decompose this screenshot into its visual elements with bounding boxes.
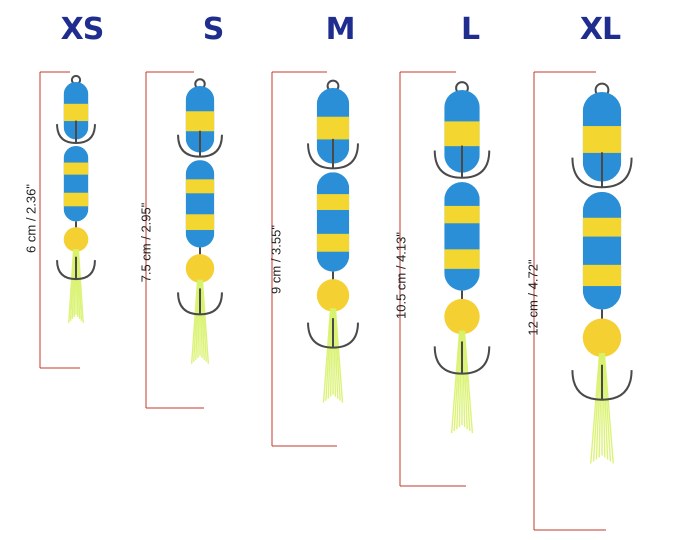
lure-s-tail-strand <box>190 279 199 364</box>
lure-m-tail-strand <box>334 308 344 403</box>
lure-l-upper-hook-barb-left <box>433 150 463 179</box>
lure-xl-tail-strand <box>602 353 609 460</box>
lure-xl-tail-strand <box>590 353 601 464</box>
lure-xl-lower-hook-barb-right <box>601 370 633 401</box>
lure-l-tail-strand <box>462 330 468 430</box>
lure-xs-tail-strand <box>77 249 84 323</box>
lure-m-lower-hook-barb-left <box>307 322 334 349</box>
lure-xl-tail-strand <box>603 353 612 462</box>
measure-label-s: 7.5 cm / 2.95" <box>138 202 154 283</box>
lure-m-tail-strand <box>327 308 333 399</box>
lure-xl-tail-strand <box>592 353 601 462</box>
measure-label-xl: 12 cm / 4.72" <box>525 259 541 336</box>
lure-l-body <box>444 182 480 291</box>
lure-xs-tail-strand <box>76 249 81 319</box>
lure-s-bead <box>185 254 215 283</box>
size-label-xs: XS <box>60 12 105 47</box>
size-label-l: L <box>460 12 480 47</box>
lure-l-tail-strand <box>463 330 474 434</box>
lure-s-tail-strand <box>201 279 210 364</box>
lure-s-upper-hook-barb-left <box>177 134 201 158</box>
lure-s-body <box>185 160 215 248</box>
lure-s-lower-hook-barb-right <box>199 292 223 316</box>
lure-xs-lower-hook-barb-left <box>56 260 77 281</box>
lure-l-tail-strand <box>456 330 462 430</box>
lure-xs-upper-hook-barb-right <box>75 124 96 145</box>
lure-s-tail-strand <box>195 279 200 360</box>
lure-s-upper-hook-barb-right <box>199 134 223 158</box>
lure-xs-lower-hook-barb-right <box>75 260 96 281</box>
measure-label-m: 9 cm / 3.55" <box>268 225 284 294</box>
lure-m-tail-strand <box>333 308 339 399</box>
lure-xs-tail-strand <box>69 249 75 321</box>
lure-xl-tail-strand <box>603 353 614 464</box>
lure-xs-bead <box>63 227 89 252</box>
lure-s-tail-strand <box>200 279 205 360</box>
lure-xs-tail-strand <box>68 249 75 323</box>
lure-xl-tail-strand <box>595 353 602 460</box>
lure-xs-upper-hook-barb-left <box>56 124 77 145</box>
lure-xl-bead <box>582 318 622 357</box>
lure-m-upper-hook-barb-left <box>307 143 334 170</box>
lure-m-upper-hook-barb-right <box>332 143 359 170</box>
size-label-m: M <box>325 12 356 47</box>
size-label-s: S <box>202 12 225 47</box>
lure-l-tail-strand <box>450 330 461 434</box>
lure-m-tail-strand <box>325 308 332 401</box>
lure-l-lower-hook-barb-right <box>461 346 491 375</box>
lure-l-bead <box>444 298 480 335</box>
lure-l-tail-strand <box>453 330 461 432</box>
lure-m-tail-strand <box>322 308 332 403</box>
lure-xl-upper-hook-barb-right <box>601 157 633 189</box>
lure-xs-body <box>63 145 89 222</box>
measure-label-l: 10.5 cm / 4.13" <box>393 232 409 319</box>
lure-s-tail-strand <box>193 279 199 362</box>
lure-xs-tail-strand <box>71 249 76 319</box>
lure-l-lower-hook-barb-left <box>433 346 463 375</box>
lure-s-tail-strand <box>201 279 207 362</box>
lure-m-body <box>316 172 350 272</box>
measure-label-xs: 6 cm / 2.36" <box>23 184 39 253</box>
lure-l-upper-hook-barb-right <box>461 150 491 179</box>
size-label-xl: XL <box>579 12 621 47</box>
lure-xl-upper-hook-barb-left <box>571 157 603 189</box>
lure-s-lower-hook-barb-left <box>177 292 201 316</box>
lure-xl-lower-hook-barb-left <box>571 370 603 401</box>
lure-l-tail-strand <box>463 330 471 432</box>
lure-m-lower-hook-barb-right <box>332 322 359 349</box>
lure-xs-tail-strand <box>77 249 83 321</box>
lure-m-bead <box>316 279 350 312</box>
lure-m-tail-strand <box>334 308 341 401</box>
lure-xl-body <box>582 191 622 310</box>
